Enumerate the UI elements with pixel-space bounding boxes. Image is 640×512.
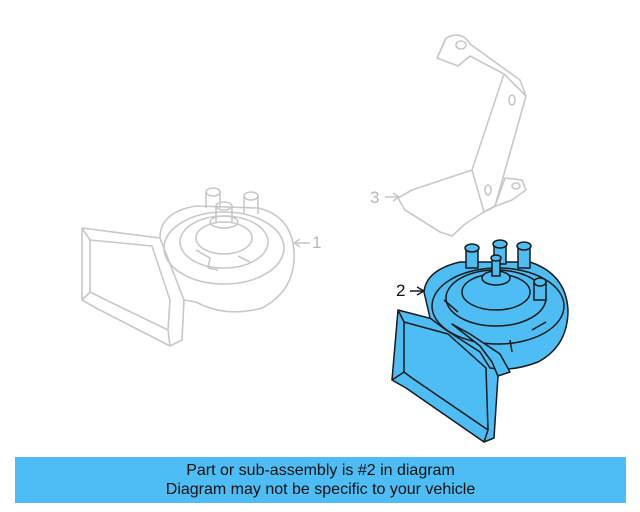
callout-part-2: 2 — [396, 281, 406, 300]
horn-part-1 — [81, 187, 310, 347]
info-banner: Part or sub-assembly is #2 in diagram Di… — [15, 457, 626, 503]
banner-line-disclaimer: Diagram may not be specific to your vehi… — [165, 481, 476, 498]
parts-diagram — [81, 34, 569, 443]
banner-line-part-number: Part or sub-assembly is #2 in diagram — [186, 462, 455, 479]
horn-part-2 — [391, 239, 569, 443]
callout-part-1: 1 — [312, 233, 322, 252]
callout-part-3: 3 — [370, 188, 380, 207]
bracket-part-3 — [385, 34, 527, 237]
